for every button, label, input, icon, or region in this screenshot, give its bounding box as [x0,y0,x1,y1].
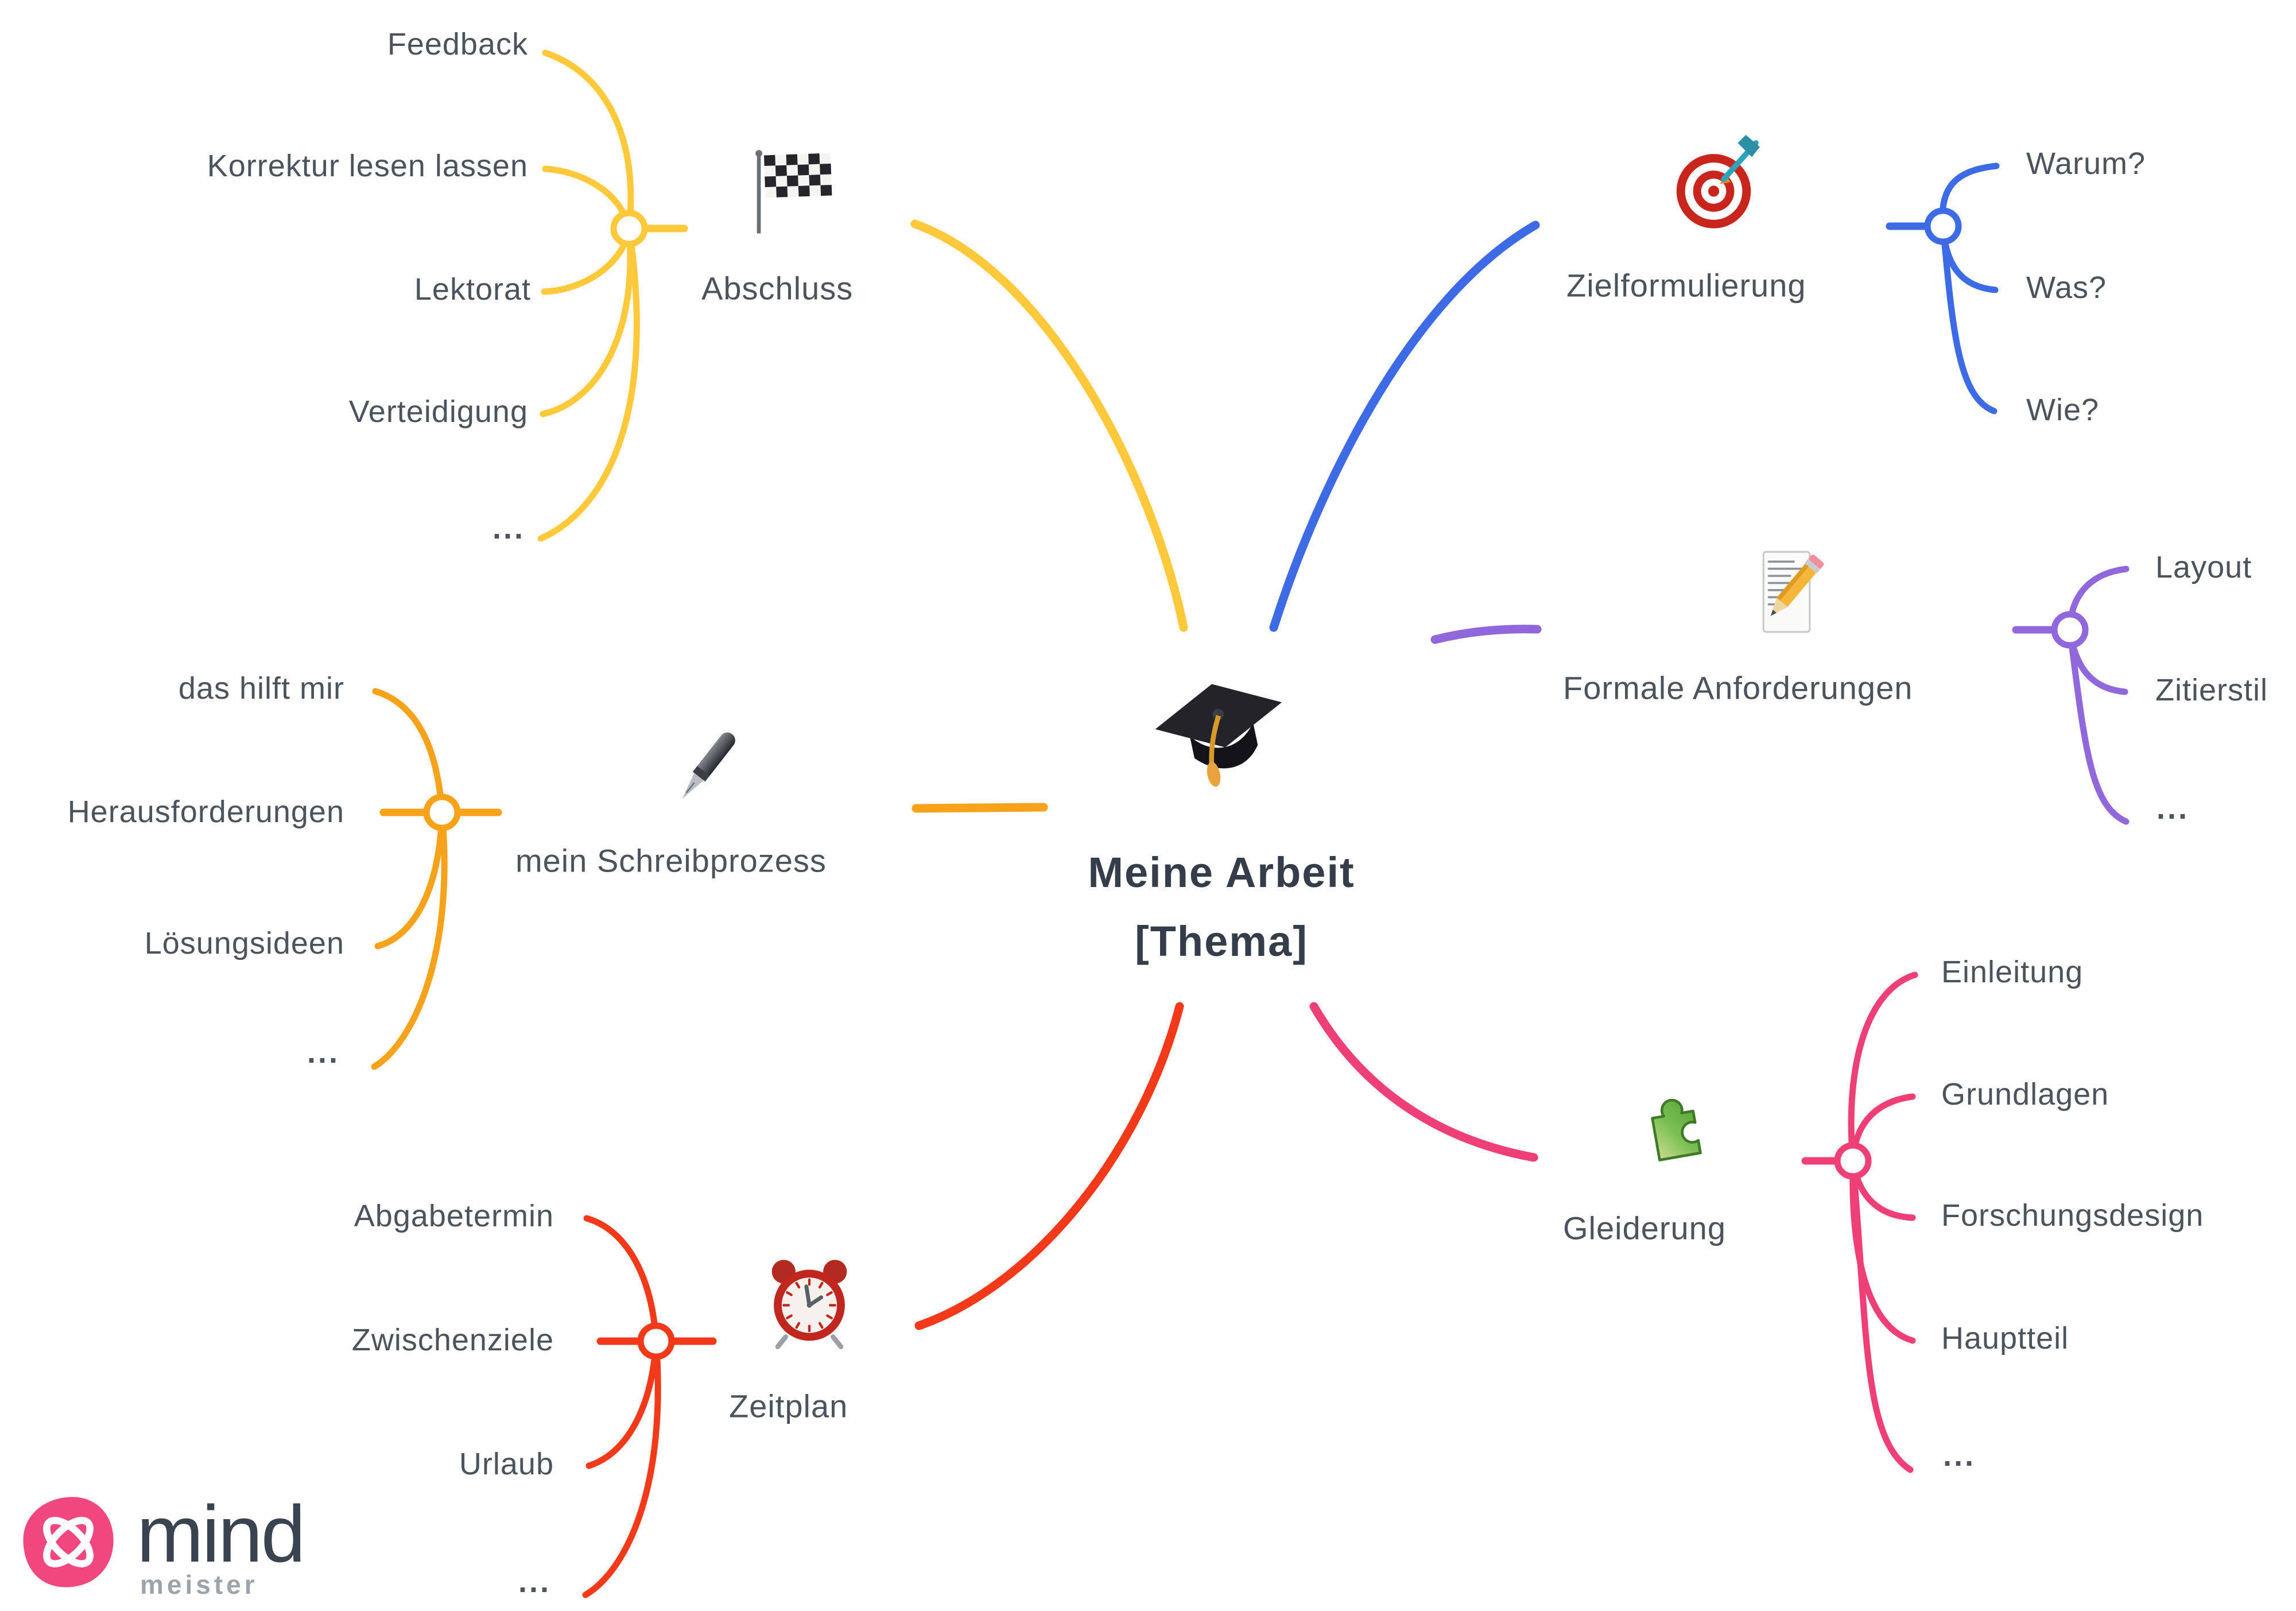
child-was[interactable]: Was? [2026,270,2107,305]
branch-abschluss-edges [537,49,1188,632]
child-grundlagen[interactable]: Grundlagen [1941,1076,2109,1112]
child-feedback[interactable]: Feedback [387,26,528,61]
topic-zielformulierung[interactable]: Zielformulierung [1566,267,1806,304]
memo-pencil-icon[interactable] [1742,543,1831,643]
child-zeitplan-more[interactable]: ... [518,1564,551,1600]
topic-formale-anforderungen[interactable]: Formale Anforderungen [1563,669,1913,706]
branch-zeitplan-curve [914,1002,1184,1330]
child-verteidigung[interactable]: Verteidigung [348,394,528,429]
topic-abschluss[interactable]: Abschluss [701,270,854,307]
alarm-clock-icon[interactable] [760,1249,859,1357]
branch-gleiderung-edges [1309,971,1918,1473]
child-schreibprozess-more[interactable]: ... [307,1035,340,1070]
child-zwischenziele[interactable]: Zwischenziele [351,1322,554,1357]
branch-gleiderung-curve [1309,1002,1538,1162]
topic-schreibprozess[interactable]: mein Schreibprozess [515,842,827,879]
child-abschluss-more[interactable]: ... [492,511,525,546]
junction-schreibprozess[interactable] [423,793,461,831]
topic-gleiderung[interactable]: Gleiderung [1563,1210,1726,1246]
child-einleitung[interactable]: Einleitung [1941,954,2084,989]
child-urlaub[interactable]: Urlaub [459,1446,554,1481]
root-title-line1: Meine Arbeit [1088,849,1355,896]
branch-zielformulierung-edges [1269,162,2000,632]
junction-abschluss[interactable] [610,210,648,247]
checkered-flag-icon[interactable] [743,145,844,241]
dart-target-icon[interactable] [1665,135,1771,235]
puzzle-piece-icon[interactable] [1623,1070,1729,1184]
child-lektorat[interactable]: Lektorat [414,272,531,307]
child-korrektur-lesen-lassen[interactable]: Korrektur lesen lassen [207,148,528,183]
branch-schreibprozess-curve [912,803,1048,813]
mindmeister-logo-icon[interactable] [17,1482,119,1602]
mindmeister-logo-brand[interactable]: mind [137,1489,305,1579]
junction-zielformulierung[interactable] [1924,207,1962,245]
child-wie[interactable]: Wie? [2026,392,2100,427]
child-zitierstil[interactable]: Zitierstil [2155,672,2268,707]
root-node-title[interactable]: Meine Arbeit [Thema] [1088,838,1355,976]
child-forschungsdesign[interactable]: Forschungsdesign [1941,1198,2204,1233]
branch-zeitplan-edges [582,1002,1184,1598]
child-herausforderungen[interactable]: Herausforderungen [67,794,344,829]
mindmeister-logo-sub[interactable]: meister [140,1570,258,1600]
child-hauptteil[interactable]: Hauptteil [1941,1320,2069,1356]
topic-zeitplan[interactable]: Zeitplan [729,1388,848,1424]
child-gleiderung-more[interactable]: ... [1943,1438,1976,1473]
branch-abschluss-curve [910,219,1188,632]
root-title-line2: [Thema] [1135,917,1308,965]
child-das-hilft-mir[interactable]: das hilft mir [178,671,344,706]
child-abgabetermin[interactable]: Abgabetermin [354,1198,554,1233]
junction-zeitplan[interactable] [637,1322,675,1360]
branch-formale-anforderungen-edges [1430,566,2130,825]
junction-gleiderung[interactable] [1834,1142,1872,1180]
graduation-cap-icon[interactable] [1153,666,1293,812]
junction-formale-anforderungen[interactable] [2051,611,2089,649]
child-formale-more[interactable]: ... [2157,791,2190,826]
branch-zielformulierung-curve [1269,220,1540,632]
child-layout[interactable]: Layout [2155,549,2252,584]
branch-schreibprozess-edges [371,688,1048,1070]
branch-formale-anforderungen-curve [1430,625,1542,644]
child-warum[interactable]: Warum? [2026,146,2146,181]
fountain-pen-icon[interactable] [658,719,751,819]
child-loesungsideen[interactable]: Lösungsideen [144,925,344,961]
